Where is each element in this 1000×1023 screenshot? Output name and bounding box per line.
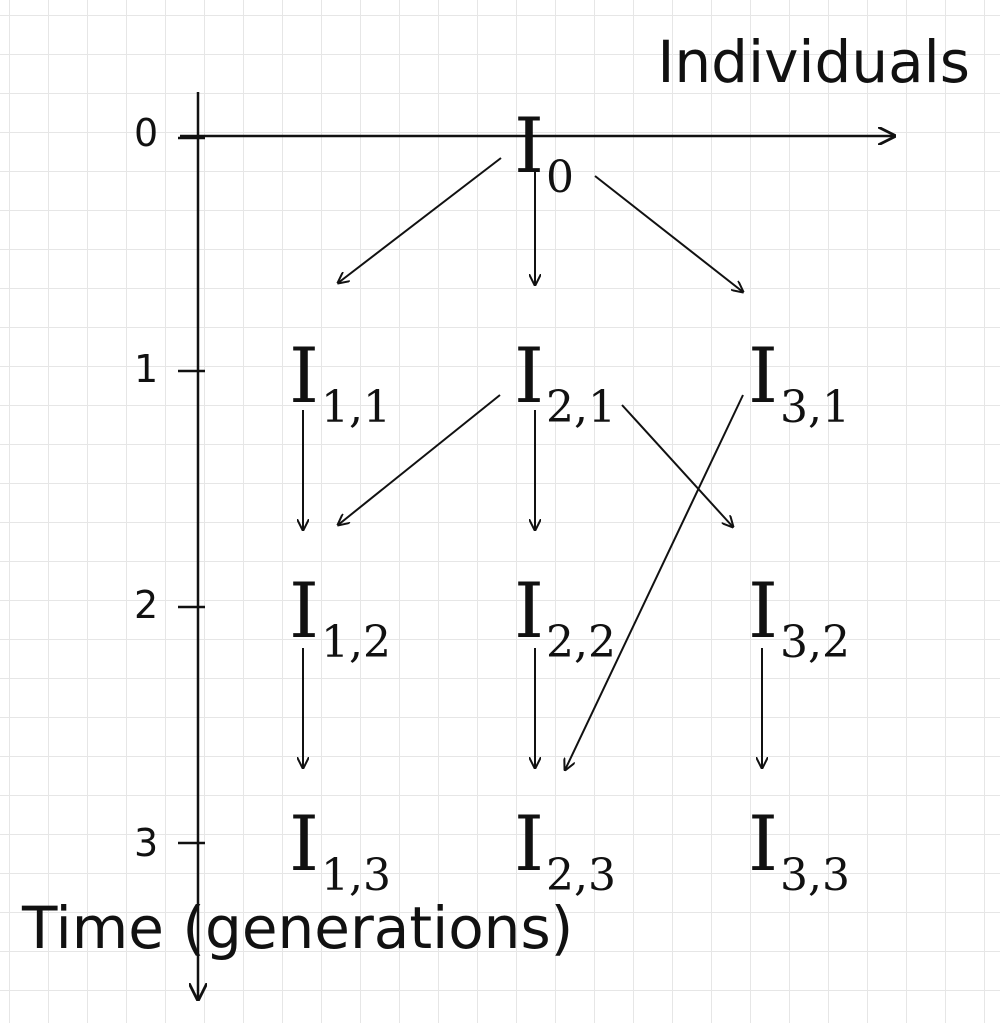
node-letter: I	[514, 566, 544, 655]
node-subscript: 2,2	[546, 617, 616, 668]
edge-layer	[303, 157, 762, 770]
tick-label-3: 3	[134, 821, 158, 865]
tick-label-1: 1	[134, 347, 158, 391]
edge-i31-to-i23	[565, 394, 744, 770]
node-subscript: 3,3	[780, 850, 850, 901]
node-i23: I2,3	[514, 799, 616, 901]
node-subscript: 1,3	[321, 850, 391, 901]
node-subscript: 2,1	[546, 382, 616, 433]
tick-label-0: 0	[134, 111, 158, 155]
y-axis-label: Time (generations)	[21, 894, 573, 962]
node-letter: I	[514, 101, 544, 190]
node-letter: I	[289, 331, 319, 420]
node-i0: I0	[514, 101, 574, 203]
node-i33: I3,3	[748, 799, 850, 901]
node-letter: I	[748, 331, 778, 420]
node-letter: I	[289, 566, 319, 655]
node-letter: I	[514, 331, 544, 420]
node-subscript: 1,1	[321, 382, 391, 433]
node-i12: I1,2	[289, 566, 391, 668]
node-i31: I3,1	[748, 331, 850, 433]
edge-i0-to-i31	[594, 175, 743, 292]
node-subscript: 3,1	[780, 382, 850, 433]
node-subscript: 2,3	[546, 850, 616, 901]
x-axis-label: Individuals	[657, 28, 970, 96]
node-letter: I	[748, 799, 778, 888]
node-letter: I	[514, 799, 544, 888]
node-i22: I2,2	[514, 566, 616, 668]
edge-i0-to-i11	[338, 157, 502, 283]
edge-i21-to-i32	[621, 404, 733, 527]
node-i11: I1,1	[289, 331, 391, 433]
node-subscript: 1,2	[321, 617, 391, 668]
node-i21: I2,1	[514, 331, 616, 433]
node-letter: I	[748, 566, 778, 655]
node-subscript: 3,2	[780, 617, 850, 668]
node-i13: I1,3	[289, 799, 391, 901]
node-subscript: 0	[546, 152, 574, 203]
tick-label-2: 2	[134, 583, 158, 627]
edge-i21-to-i12	[338, 394, 501, 525]
node-i32: I3,2	[748, 566, 850, 668]
node-letter: I	[289, 799, 319, 888]
